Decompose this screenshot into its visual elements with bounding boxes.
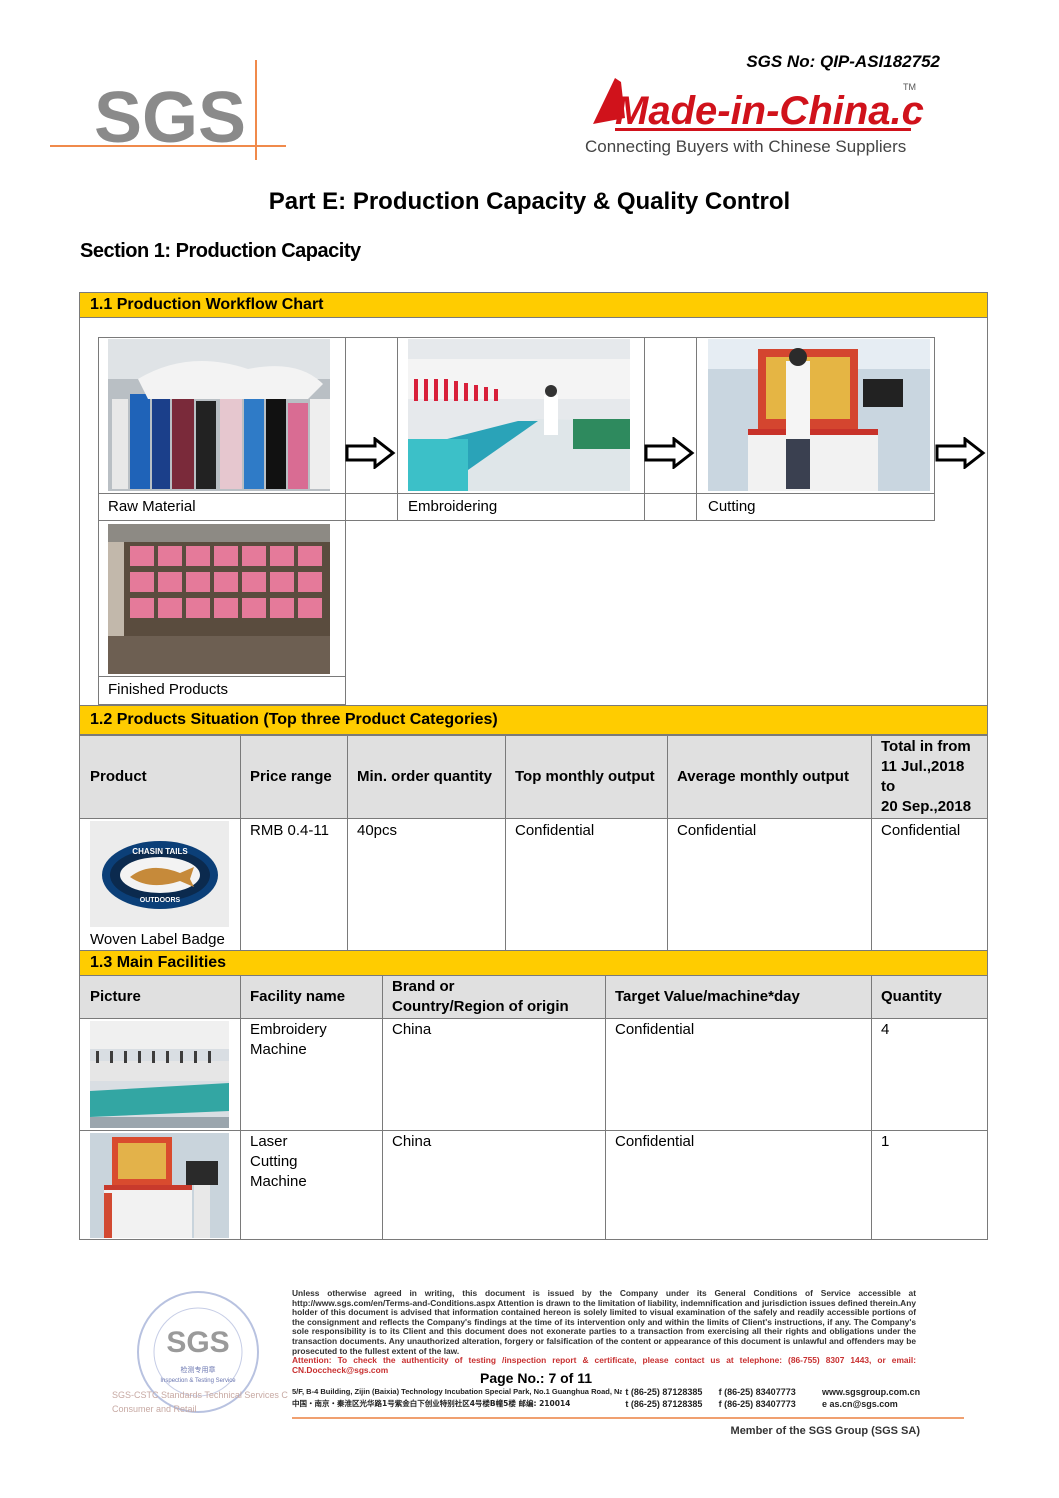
- workflow-cell-finished: [98, 520, 346, 705]
- workflow-band: 1.1 Production Workflow Chart: [79, 292, 988, 318]
- arrow-right-icon: [644, 437, 695, 469]
- product-moq: 40pcs: [357, 822, 398, 839]
- website-link: www.sgsgroup.com.cn: [821, 1387, 921, 1397]
- step-label-embroidering: Embroidering: [408, 498, 498, 515]
- svg-text:SGS: SGS: [166, 1326, 229, 1359]
- workflow-cell-cutting: [696, 337, 935, 521]
- step-label-finished-products: Finished Products: [108, 681, 229, 698]
- product-price: RMB 0.4-11: [250, 822, 329, 839]
- member-text: Member of the SGS Group (SGS SA): [730, 1425, 920, 1437]
- page-number: Page No.: 7 of 11: [480, 1370, 593, 1386]
- cutting-photo: [708, 339, 930, 491]
- address-cn: 中国・南京・秦淮区光华路1号紫金白下创业特别社区4号楼B幢5楼 邮编: 2100…: [292, 1399, 571, 1408]
- embroidering-photo: [408, 339, 630, 491]
- facility-header-name: Facility name: [250, 988, 346, 1005]
- woven-label-badge-photo: CHASIN TAILS OUTDOORS: [90, 821, 229, 927]
- address-en: 5/F, B-4 Building, Zijin (Baixia) Techno…: [292, 1387, 622, 1396]
- svg-text:OUTDOORS: OUTDOORS: [140, 897, 181, 904]
- header-price-range: Price range: [250, 768, 332, 785]
- facility-header-target: Target Value/machine*day: [615, 988, 800, 1005]
- facility-name: Laser: [250, 1133, 288, 1150]
- facility-header-picture: Picture: [90, 988, 141, 1005]
- embroidery-machine-photo: [90, 1021, 229, 1128]
- header-moq: Min. order quantity: [357, 768, 492, 785]
- facilities-band: 1.3 Main Facilities: [79, 950, 988, 976]
- section-title: Section 1: Production Capacity: [80, 240, 361, 262]
- step-label-cutting: Cutting: [708, 498, 756, 515]
- svg-text:Consumer and Retail: Consumer and Retail: [112, 1404, 197, 1414]
- sgs-logo-text: SGS: [94, 78, 246, 158]
- sgs-number: SGS No: QIP-ASI182752: [746, 52, 940, 71]
- facility-header-quantity: Quantity: [881, 988, 942, 1005]
- header-top-monthly-output: Top monthly output: [515, 768, 655, 785]
- email-link: e as.cn@sgs.com: [821, 1399, 898, 1409]
- arrow-right-icon: [935, 437, 986, 469]
- product-name: Woven Label Badge: [90, 931, 225, 948]
- header-total: Total in from: [881, 738, 971, 755]
- address-block: 5/F, B-4 Building, Zijin (Baixia) Techno…: [292, 1386, 932, 1410]
- header-average-monthly-output: Average monthly output: [677, 768, 849, 785]
- svg-text:TM: TM: [903, 82, 916, 92]
- attention-text: Attention: To check the authenticity of …: [292, 1355, 916, 1375]
- facility-target: Confidential: [615, 1133, 695, 1150]
- svg-text:SGS-CSTC Standards Technical S: SGS-CSTC Standards Technical Services Co…: [112, 1390, 288, 1400]
- svg-text:检测专用章: 检测专用章: [181, 1365, 216, 1374]
- product-avg-output: Confidential: [677, 822, 757, 839]
- header-product: Product: [90, 768, 147, 785]
- sgs-logo: SGS: [50, 60, 290, 160]
- svg-text:Inspection & Testing Service: Inspection & Testing Service: [160, 1378, 236, 1384]
- svg-text:CHASIN TAILS: CHASIN TAILS: [132, 847, 188, 856]
- raw-material-photo: [108, 339, 330, 491]
- mic-tagline: Connecting Buyers with Chinese Suppliers: [585, 137, 906, 156]
- footer-divider: [292, 1417, 964, 1419]
- facility-header-brand: Brand or: [392, 978, 455, 995]
- step-label-raw-material: Raw Material: [108, 498, 196, 515]
- facility-quantity: 1: [881, 1133, 890, 1150]
- facility-name: Embroidery: [250, 1021, 327, 1038]
- mic-logo-text: Made-in-China.com: [615, 89, 925, 133]
- arrow-right-icon: [345, 437, 396, 469]
- part-title: Part E: Production Capacity & Quality Co…: [268, 188, 791, 215]
- made-in-china-logo: Made-in-China.com TM Connecting Buyers w…: [585, 72, 984, 162]
- product-top-output: Confidential: [515, 822, 595, 839]
- facility-quantity: 4: [881, 1021, 890, 1038]
- laser-cutting-machine-photo: [90, 1133, 229, 1238]
- facility-origin: China: [392, 1021, 432, 1038]
- facility-origin: China: [392, 1133, 432, 1150]
- finished-products-photo: [108, 524, 330, 674]
- facility-target: Confidential: [615, 1021, 695, 1038]
- disclaimer-text: Unless otherwise agreed in writing, this…: [292, 1288, 916, 1375]
- product-total: Confidential: [881, 822, 961, 839]
- products-band: 1.2 Products Situation (Top three Produc…: [79, 705, 988, 735]
- sgs-stamp: SGS 检测专用章 Inspection & Testing Service S…: [108, 1290, 313, 1430]
